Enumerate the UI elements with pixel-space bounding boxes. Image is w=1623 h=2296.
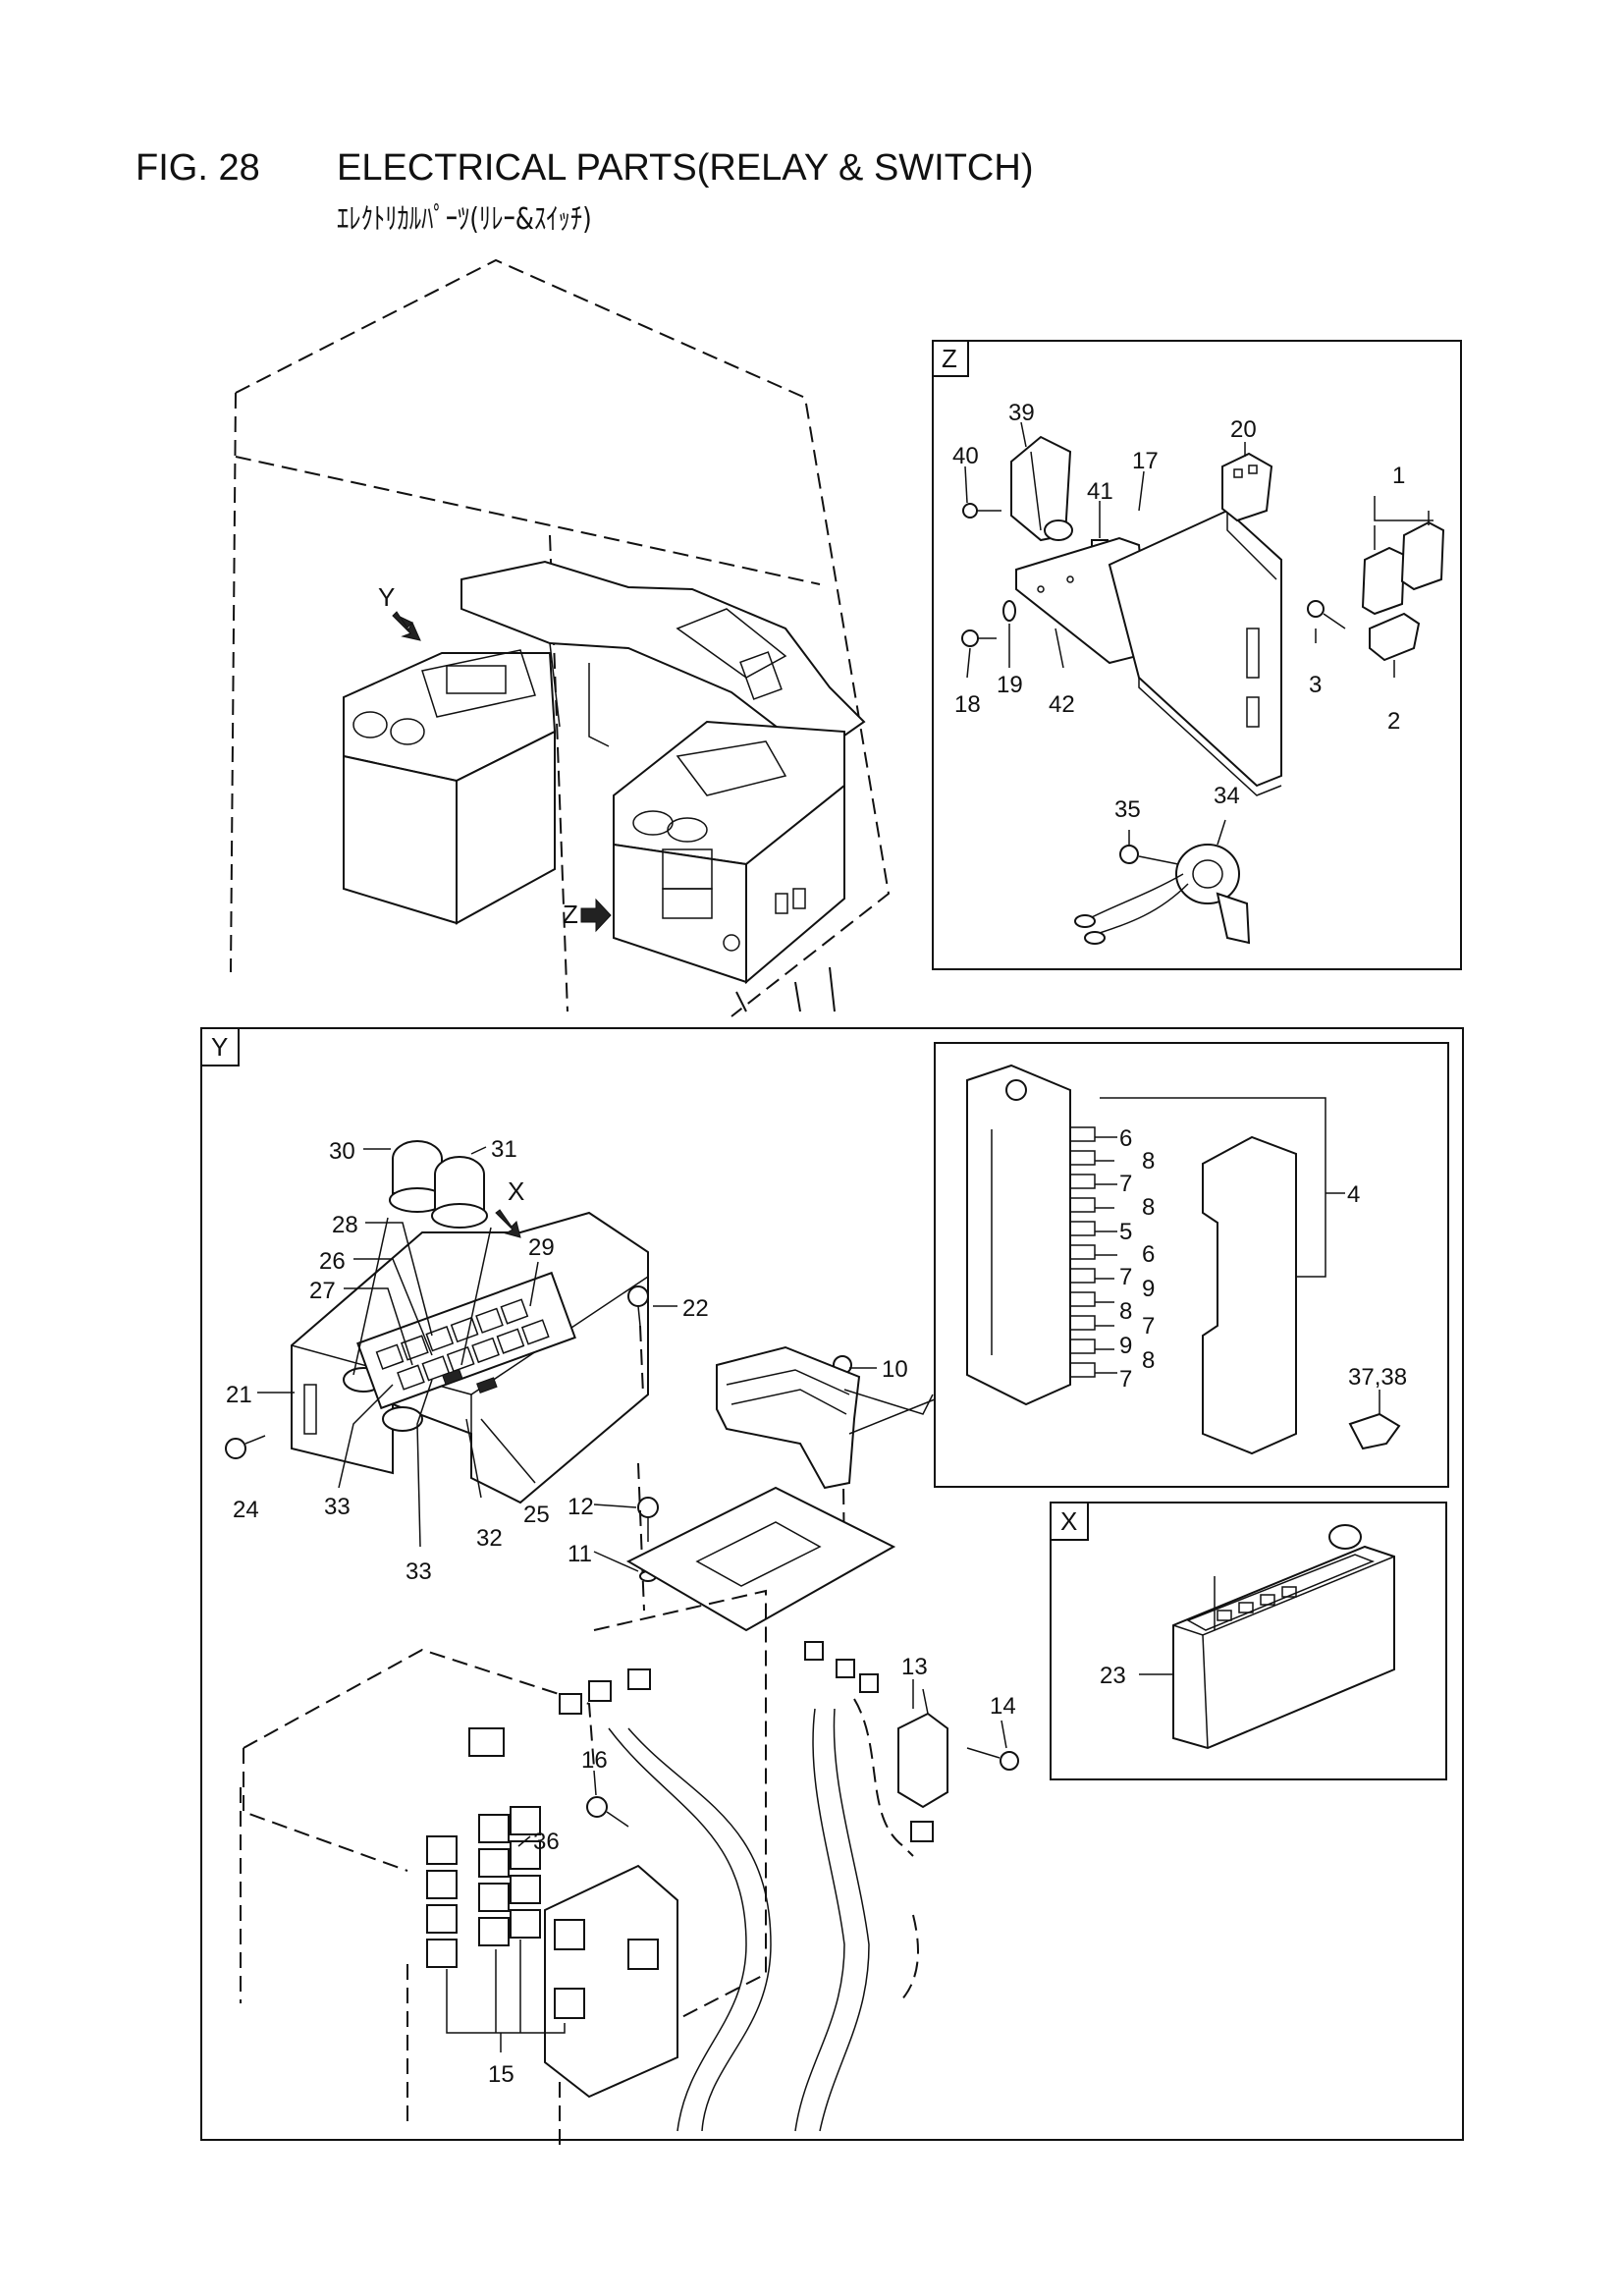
fuse-callout-6: 6 — [1119, 1125, 1132, 1152]
fuse-callout-8d: 8 — [1142, 1347, 1155, 1374]
callout-25: 25 — [523, 1502, 550, 1528]
fuse-callout-7: 7 — [1119, 1171, 1132, 1197]
fuse-callout-7d: 7 — [1119, 1366, 1132, 1393]
detail-x-label: X — [1060, 1506, 1077, 1536]
callout-2: 2 — [1387, 708, 1400, 735]
callout-36: 36 — [533, 1829, 560, 1855]
fuse-callout-9b: 9 — [1119, 1333, 1132, 1359]
fuse-callout-8c: 8 — [1119, 1298, 1132, 1325]
callout-19: 19 — [997, 672, 1023, 698]
fuse-box-detail: 6 8 7 8 5 6 7 9 8 7 9 8 7 4 37,38 — [848, 1042, 1449, 1488]
fuse-callout-4: 4 — [1347, 1181, 1360, 1208]
view-arrow-z: Z — [563, 898, 612, 933]
detail-x-box: X 23 — [1050, 1502, 1447, 1780]
callout-23: 23 — [1100, 1663, 1126, 1689]
detail-z-label: Z — [942, 344, 957, 373]
callout-17: 17 — [1132, 448, 1159, 474]
callout-33-b: 33 — [406, 1558, 432, 1585]
fuse-callout-5: 5 — [1119, 1219, 1132, 1245]
detail-y-box: Y — [200, 1027, 1464, 2151]
callout-12: 12 — [568, 1494, 594, 1520]
callout-18: 18 — [954, 691, 981, 718]
view-arrow-y: Y — [378, 582, 421, 641]
callout-28: 28 — [332, 1212, 358, 1238]
view-arrow-y-label: Y — [378, 582, 395, 612]
detail-z-box: Z — [932, 340, 1462, 970]
view-arrow-x-label: X — [508, 1176, 524, 1206]
fuse-callout-6b: 6 — [1142, 1241, 1155, 1268]
callout-14: 14 — [990, 1693, 1016, 1720]
callout-11: 11 — [568, 1541, 592, 1567]
callout-30: 30 — [329, 1138, 355, 1165]
fuse-callout-7b: 7 — [1119, 1264, 1132, 1290]
figure-title: ELECTRICAL PARTS(RELAY & SWITCH) — [337, 147, 1034, 189]
fuse-slots — [1069, 1126, 1096, 1378]
callout-3: 3 — [1309, 672, 1322, 698]
callout-20: 20 — [1230, 416, 1257, 443]
detail-y-label: Y — [211, 1032, 228, 1062]
figure-number: FIG. 28 — [135, 147, 260, 189]
cab-overview — [230, 258, 891, 1017]
fuse-callout-37-38: 37,38 — [1348, 1364, 1407, 1391]
callout-35: 35 — [1114, 796, 1141, 823]
fuse-callout-8: 8 — [1142, 1148, 1155, 1175]
callout-1: 1 — [1392, 463, 1405, 489]
callout-15: 15 — [488, 2061, 514, 2088]
callout-39: 39 — [1008, 400, 1035, 426]
callout-27: 27 — [309, 1278, 336, 1304]
callout-32: 32 — [476, 1525, 503, 1552]
relay-cluster — [426, 1806, 541, 1968]
callout-40: 40 — [952, 443, 979, 469]
figure-subtitle: ｴﾚｸﾄﾘｶﾙﾊﾟｰﾂ(ﾘﾚｰ&ｽｲｯﾁ) — [337, 202, 592, 237]
fuse-callout-9: 9 — [1142, 1276, 1155, 1302]
callout-42: 42 — [1049, 691, 1075, 718]
callout-10: 10 — [882, 1356, 908, 1383]
callout-33-a: 33 — [324, 1494, 351, 1520]
callout-21: 21 — [226, 1382, 252, 1408]
callout-22: 22 — [682, 1295, 709, 1322]
callout-16: 16 — [581, 1747, 608, 1774]
fuse-callout-8b: 8 — [1142, 1194, 1155, 1221]
callout-31: 31 — [491, 1136, 517, 1163]
fuse-callout-7c: 7 — [1142, 1313, 1155, 1339]
callout-24: 24 — [233, 1497, 259, 1523]
callout-41: 41 — [1087, 478, 1113, 505]
callout-34: 34 — [1214, 783, 1240, 809]
callout-13: 13 — [901, 1654, 928, 1680]
callout-29: 29 — [528, 1234, 555, 1261]
view-arrow-z-label: Z — [563, 900, 578, 929]
callout-26: 26 — [319, 1248, 346, 1275]
